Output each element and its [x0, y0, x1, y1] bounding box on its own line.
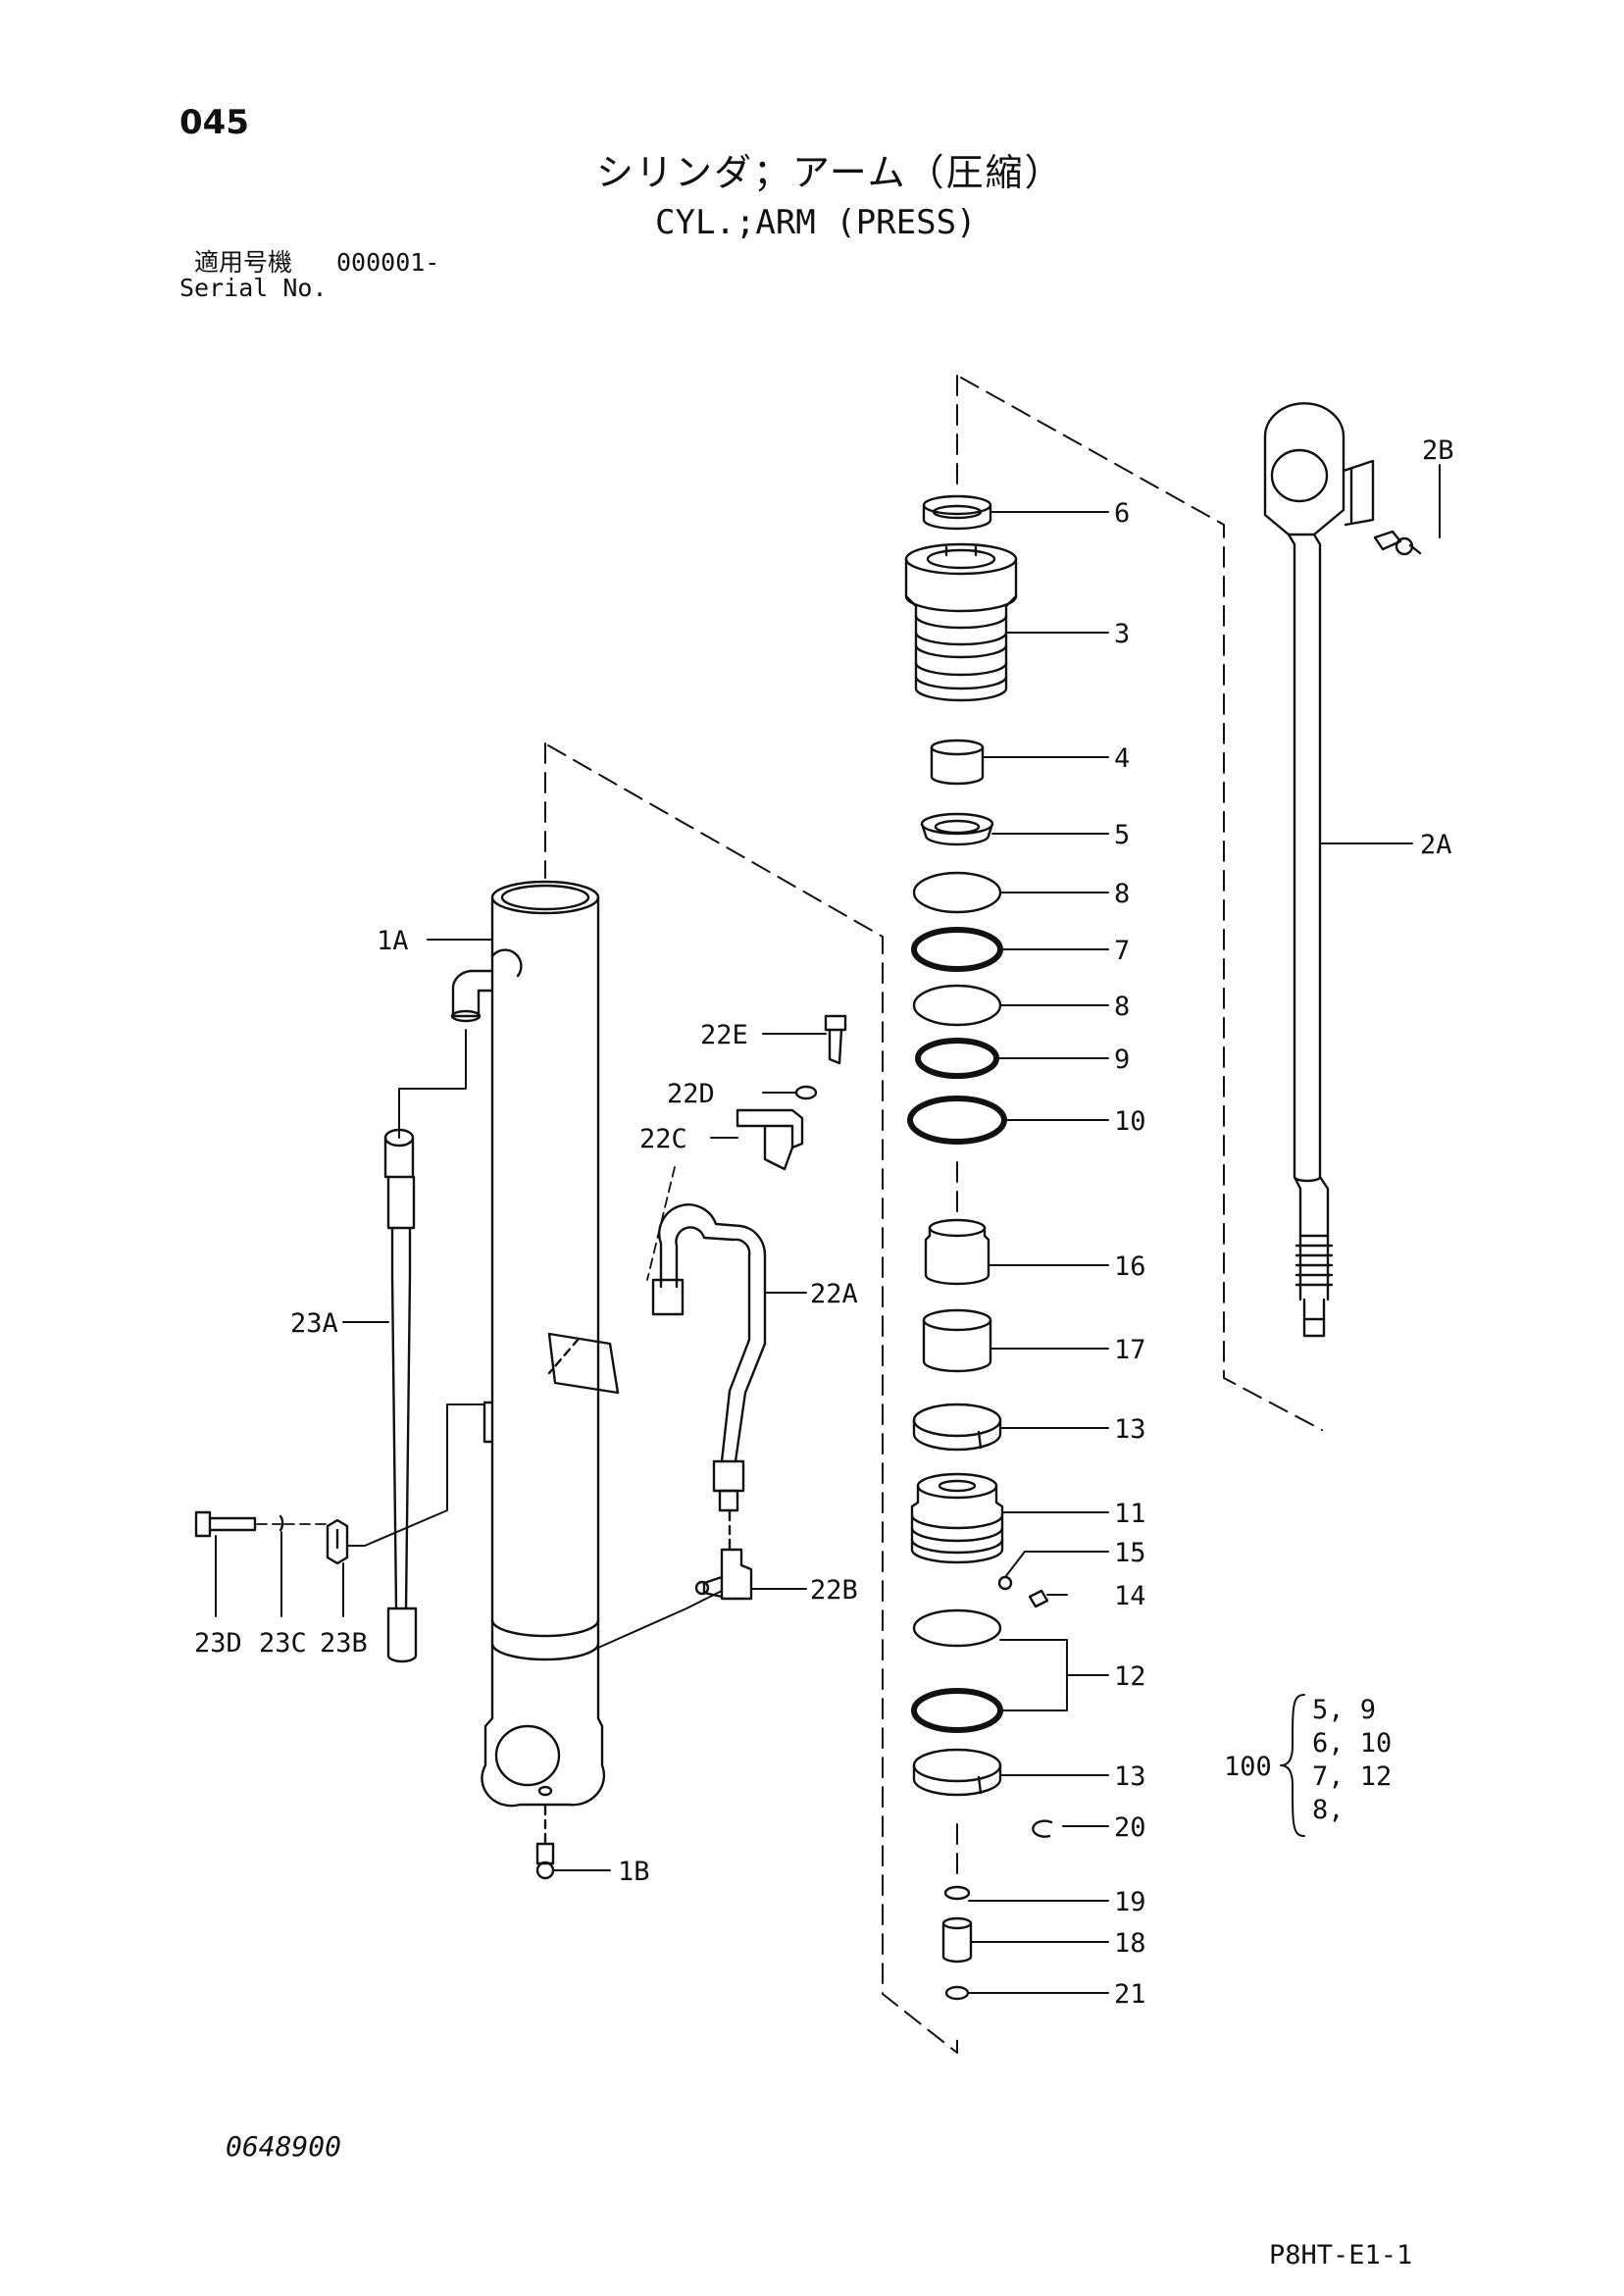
- part-22c-clamp: [736, 1108, 804, 1171]
- callout-23b: 23B: [320, 1628, 368, 1658]
- callout-19: 19: [1114, 1887, 1146, 1917]
- callout-14: 14: [1114, 1581, 1146, 1611]
- callout-1a: 1A: [377, 926, 409, 956]
- o-rings-group: [907, 871, 1007, 1145]
- page-number: 045: [179, 103, 249, 142]
- sheet-id: P8HT-E1-1: [1269, 2240, 1413, 2270]
- part-15-ball: [997, 1575, 1013, 1591]
- kit-line-2: 6, 10: [1312, 1728, 1392, 1759]
- part-13-ring-lower: [912, 1748, 1002, 1797]
- title-english: CYL.;ARM (PRESS): [655, 203, 977, 242]
- title-japanese: シリンダ；アーム（圧縮）: [596, 151, 1064, 194]
- callout-23d: 23D: [194, 1628, 242, 1658]
- part-1b-grease-nipple: [535, 1805, 555, 1880]
- callout-20: 20: [1114, 1812, 1146, 1843]
- part-22a-pipe: [651, 1203, 767, 1512]
- part-23c-washer: [279, 1514, 284, 1532]
- callout-8-lower: 8: [1114, 992, 1130, 1022]
- callout-15: 15: [1114, 1538, 1146, 1568]
- callout-1b: 1B: [618, 1857, 650, 1887]
- assembly-guide-lines: [544, 375, 1323, 2054]
- part-22e-bolt: [824, 1014, 847, 1065]
- callout-17: 17: [1114, 1335, 1146, 1365]
- drawing-number: 0648900: [226, 2130, 342, 2163]
- part-11-piston: [910, 1472, 1004, 1564]
- callout-13-upper: 13: [1114, 1414, 1146, 1445]
- callout-23c: 23C: [259, 1628, 307, 1658]
- part-8-ring-upper: [912, 871, 1002, 914]
- callout-2a: 2A: [1420, 830, 1452, 860]
- callout-4: 4: [1114, 743, 1130, 774]
- serial-label-japanese: 適用号機: [194, 248, 293, 277]
- callout-5: 5: [1114, 820, 1130, 850]
- part-5-seal: [920, 812, 994, 846]
- callout-22c: 22C: [639, 1124, 687, 1154]
- callout-23a: 23A: [290, 1308, 338, 1339]
- part-12-rings: [911, 1608, 1003, 1733]
- part-2b-grease-nipple: [1373, 530, 1422, 556]
- part-6-ring: [922, 494, 992, 531]
- part-20-snap-ring: [1032, 1819, 1053, 1838]
- kit-line-3: 7, 12: [1312, 1761, 1392, 1792]
- kit-line-1: 5, 9: [1312, 1695, 1376, 1725]
- part-3-cylinder-head: [904, 542, 1018, 702]
- part-22d-washer: [794, 1085, 818, 1100]
- kit-number: 100: [1224, 1752, 1272, 1782]
- callout-22a: 22A: [810, 1279, 858, 1309]
- kit-line-4: 8,: [1312, 1795, 1345, 1825]
- callout-2b: 2B: [1422, 435, 1454, 466]
- part-19-washer: [943, 1885, 971, 1901]
- callout-6: 6: [1114, 498, 1130, 529]
- part-4-bushing: [930, 739, 985, 786]
- part-10-ring: [907, 1096, 1007, 1145]
- callout-labels: 6 3 4 5 8 7 8 9 10 16 17 13 11 15 14 12 …: [194, 435, 1454, 2010]
- part-22b-elbow: [694, 1510, 753, 1601]
- callout-22b: 22B: [810, 1575, 858, 1606]
- part-9-ring: [915, 1038, 999, 1079]
- leader-lines: [215, 464, 1441, 1994]
- part-21-washer: [944, 1985, 970, 2001]
- callout-18: 18: [1114, 1928, 1146, 1959]
- callout-16: 16: [1114, 1251, 1146, 1282]
- callout-12: 12: [1114, 1661, 1146, 1692]
- callout-22d: 22D: [667, 1079, 715, 1109]
- part-1a-cylinder-tube: [450, 880, 606, 1808]
- part-18-plug: [941, 1916, 973, 1964]
- part-23b-clamp: [326, 1518, 349, 1565]
- callout-13-lower: 13: [1114, 1761, 1146, 1792]
- serial-label-english: Serial No.: [179, 274, 328, 302]
- callout-22e: 22E: [700, 1020, 748, 1050]
- clamp-plate: [547, 1332, 620, 1395]
- part-17-spacer: [922, 1308, 992, 1373]
- part-13-ring-upper: [912, 1403, 1002, 1452]
- part-14-set-screw: [1028, 1589, 1049, 1608]
- callout-11: 11: [1114, 1499, 1146, 1529]
- part-23a-pipe: [383, 1029, 467, 1663]
- serial-value: 000001-: [336, 248, 440, 277]
- callout-9: 9: [1114, 1045, 1130, 1075]
- callout-3: 3: [1114, 619, 1130, 649]
- callout-7: 7: [1114, 936, 1130, 966]
- callout-21: 21: [1114, 1979, 1146, 2010]
- part-7-ring: [911, 927, 1003, 972]
- callout-10: 10: [1114, 1106, 1146, 1137]
- part-8-ring-lower: [912, 984, 1002, 1027]
- seal-kit-callout: 100 5, 9 6, 10 7, 12 8,: [1224, 1694, 1392, 1837]
- part-23d-bolt: [194, 1510, 257, 1538]
- callout-8-upper: 8: [1114, 879, 1130, 909]
- part-2a-piston-rod: [1263, 402, 1375, 1338]
- part-16-collar: [924, 1218, 990, 1286]
